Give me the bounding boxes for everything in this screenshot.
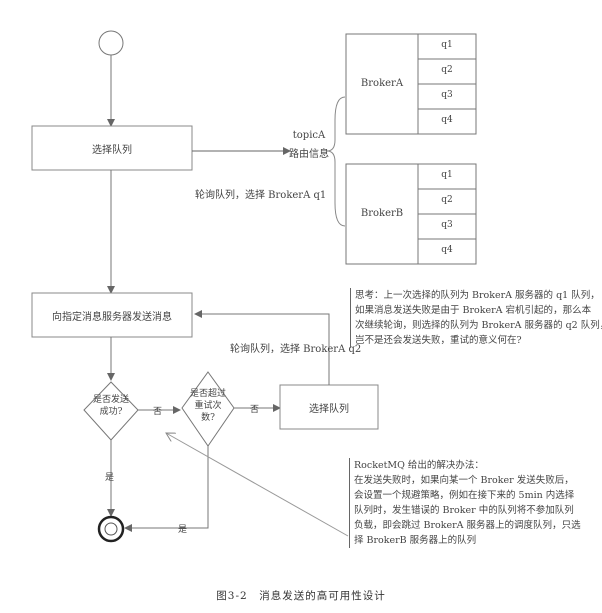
send-message-box	[31, 292, 193, 338]
solution-note: RocketMQ 给出的解决办法： 在发送失败时，如果向某一个 Broker 发…	[349, 458, 581, 548]
routing-brace	[326, 96, 346, 227]
solution-line-3: 会设置一个规避策略，例如在接下来的 5min 内选择	[354, 490, 575, 501]
retry-exceeded-yes-arrow	[124, 446, 209, 532]
poll-q2-label: 轮询队列，选择 BrokerA q2	[230, 344, 362, 355]
send-success-label: 是否发送成功?	[92, 395, 129, 417]
poll-q1-label: 轮询队列，选择 BrokerA q1	[195, 190, 327, 201]
no-label-1: 否	[153, 407, 163, 417]
retry-loop-arrow	[194, 310, 330, 385]
retry-exceeded-label: 是否超过重试次数?	[189, 389, 226, 423]
yes-label-down: 是	[105, 473, 115, 483]
start-node	[98, 30, 124, 56]
thinking-line-2: 如果消息发送失败是由于 BrokerA 宕机引起的，那么本	[355, 305, 592, 316]
broker-b-q1: q1	[441, 170, 453, 180]
broker-a-table	[345, 33, 477, 135]
yes-label-end: 是	[178, 525, 188, 535]
select-queue-label: 选择队列	[92, 145, 132, 156]
broker-b-name: BrokerB	[360, 208, 404, 219]
routing-info-label: 路由信息	[289, 149, 329, 160]
select-queue-retry-label: 选择队列	[309, 404, 349, 415]
solution-line-4: 队列时，发生错误的 Broker 中的队列将不参加队列	[354, 505, 574, 516]
broker-a-q3: q3	[441, 90, 453, 100]
broker-b-q4: q4	[441, 245, 453, 255]
select-queue-box	[31, 125, 193, 171]
solution-line-5: 负载，即会跳过 BrokerA 服务器上的调度队列，只选	[354, 520, 581, 531]
thinking-line-4: 岂不是还会发送失败，重试的意义何在?	[355, 335, 522, 346]
broker-b-table	[345, 163, 477, 265]
solution-line-6: 择 BrokerB 服务器上的队列	[354, 535, 477, 546]
thinking-line-1: 思考：上一次选择的队列为 BrokerA 服务器的 q1 队列，	[355, 290, 600, 301]
figure-caption: 图3-2 消息发送的高可用性设计	[216, 590, 386, 602]
broker-a-q1: q1	[441, 40, 453, 50]
no-label-2: 否	[250, 405, 260, 415]
thinking-note: 思考：上一次选择的队列为 BrokerA 服务器的 q1 队列， 如果消息发送失…	[350, 288, 602, 348]
broker-b-q2: q2	[441, 195, 453, 205]
broker-a-name: BrokerA	[360, 78, 404, 89]
solution-note-connector	[166, 433, 349, 537]
send-message-label: 向指定消息服务器发送消息	[52, 312, 172, 323]
solution-line-2: 在发送失败时，如果向某一个 Broker 发送失败后，	[354, 475, 574, 486]
broker-a-q2: q2	[441, 65, 453, 75]
solution-line-1: RocketMQ 给出的解决办法：	[354, 460, 484, 471]
broker-b-q3: q3	[441, 220, 453, 230]
thinking-line-3: 次继续轮询，则选择的队列为 BrokerA 服务器的 q2 队列，	[355, 320, 602, 331]
topic-label: topicA	[292, 130, 326, 141]
select-queue-retry-box	[279, 384, 379, 430]
broker-a-q4: q4	[441, 115, 453, 125]
